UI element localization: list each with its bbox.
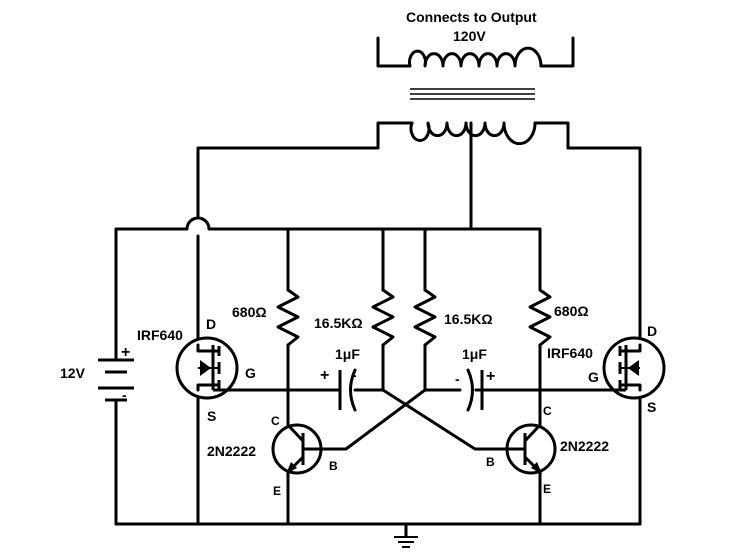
bjt-left-base-label: B bbox=[329, 459, 338, 473]
resistor-r4 bbox=[528, 288, 552, 347]
capacitor-c2-minus-label: - bbox=[455, 371, 460, 387]
mosfet-left-source-label: S bbox=[207, 408, 217, 424]
bjt-right-emitter-label: E bbox=[543, 482, 552, 496]
battery-minus-label: - bbox=[122, 387, 127, 403]
resistor-r1-label: 680Ω bbox=[232, 304, 267, 320]
mosfet-left-part-label: IRF640 bbox=[137, 327, 183, 343]
bjt-right-collector-label: C bbox=[543, 404, 552, 418]
resistor-r4-label: 680Ω bbox=[554, 303, 589, 319]
bjt-left-part-label: 2N2222 bbox=[207, 443, 257, 459]
resistor-r3 bbox=[413, 288, 437, 347]
mosfet-left bbox=[175, 336, 239, 400]
capacitor-c1 bbox=[338, 368, 357, 412]
capacitor-c2-value-label: 1μF bbox=[462, 346, 487, 362]
bjt-right-base-label: B bbox=[486, 455, 495, 469]
capacitor-c2 bbox=[466, 368, 484, 412]
capacitor-c2-plus-label: + bbox=[486, 368, 496, 385]
transformer-primary-winding bbox=[376, 121, 570, 150]
ground-symbol bbox=[394, 524, 418, 548]
bjt-left bbox=[271, 423, 323, 475]
bjt-left-emitter-label: E bbox=[273, 484, 282, 498]
battery-plus-label: + bbox=[121, 344, 131, 361]
resistor-r3-label: 16.5KΩ bbox=[444, 311, 493, 327]
mosfet-right-drain-label: D bbox=[647, 323, 658, 339]
transformer-voltage-label: 120V bbox=[453, 28, 486, 44]
battery-voltage-label: 12V bbox=[60, 365, 85, 381]
mosfet-right-gate-label: G bbox=[588, 369, 599, 385]
bjt-left-collector-label: C bbox=[271, 414, 280, 428]
mosfet-right-part-label: IRF640 bbox=[547, 345, 593, 361]
resistor-r1 bbox=[276, 288, 300, 347]
capacitor-c1-plus-label: + bbox=[320, 367, 330, 384]
transformer bbox=[376, 36, 575, 150]
mosfet-left-gate-label: G bbox=[245, 365, 256, 381]
transformer-core bbox=[410, 88, 535, 100]
bjt-right bbox=[505, 423, 557, 475]
bjt-right-part-label: 2N2222 bbox=[560, 438, 610, 454]
battery bbox=[98, 358, 134, 402]
mosfet-right-source-label: S bbox=[647, 399, 657, 415]
mosfet-right bbox=[602, 336, 666, 400]
transformer-output-label: Connects to Output bbox=[406, 9, 537, 25]
wires bbox=[114, 121, 642, 526]
mosfet-left-drain-label: D bbox=[206, 316, 217, 332]
capacitor-c1-value-label: 1μF bbox=[335, 346, 360, 362]
resistor-r2-label: 16.5KΩ bbox=[314, 315, 363, 331]
transformer-secondary-winding bbox=[376, 36, 575, 68]
resistor-r2 bbox=[371, 288, 395, 347]
capacitor-c1-minus-label: - bbox=[352, 367, 357, 383]
